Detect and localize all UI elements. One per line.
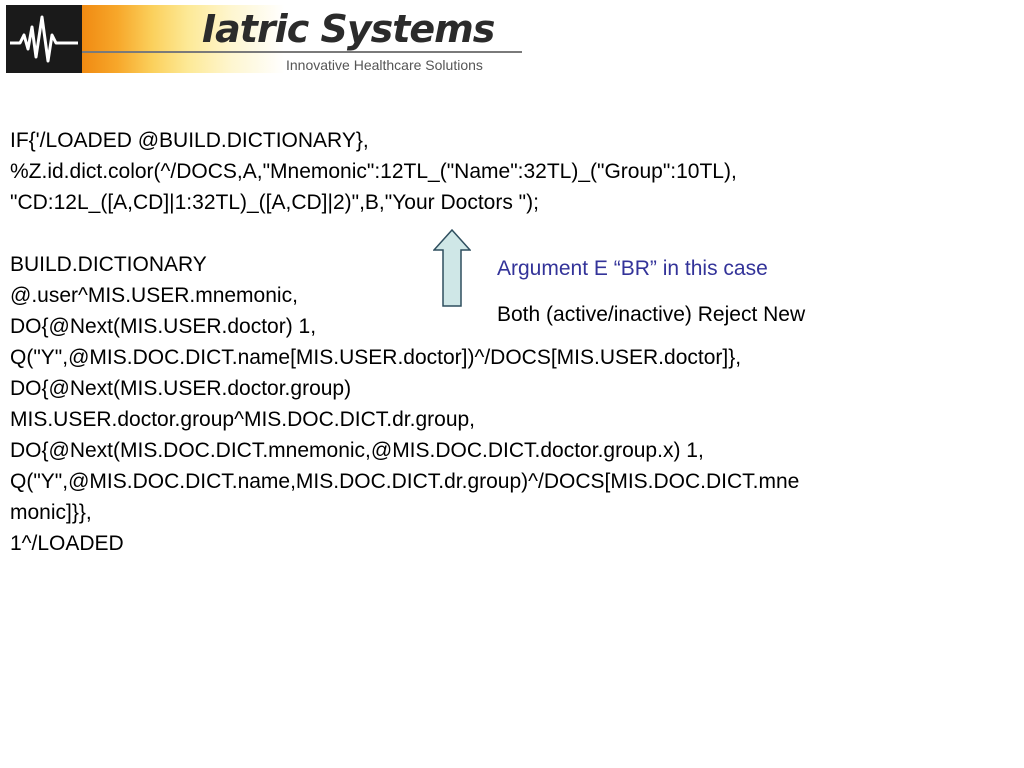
code-line: %Z.id.dict.color(^/DOCS,A,"Mnemonic":12T…: [10, 160, 737, 183]
company-logo: Iatric Systems Innovative Healthcare Sol…: [6, 5, 522, 73]
code-line: IF{'/LOADED @BUILD.DICTIONARY},: [10, 129, 369, 152]
logo-banner: [82, 5, 522, 73]
code-line: "CD:12L_([A,CD]|1:32TL)_([A,CD]|2)",B,"Y…: [10, 191, 539, 214]
code-line: Q("Y",@MIS.DOC.DICT.name,MIS.DOC.DICT.dr…: [10, 470, 800, 493]
code-line: monic]}},: [10, 501, 92, 524]
code-line: BUILD.DICTIONARY: [10, 253, 207, 276]
code-line: MIS.USER.doctor.group^MIS.DOC.DICT.dr.gr…: [10, 408, 476, 431]
build-dictionary-block: BUILD.DICTIONARY @.user^MIS.USER.mnemoni…: [10, 249, 799, 559]
argument-note: Argument E “BR” in this case: [497, 257, 768, 280]
if-statement-block: IF{'/LOADED @BUILD.DICTIONARY}, %Z.id.di…: [10, 125, 737, 218]
code-line: DO{@Next(MIS.USER.doctor) 1,: [10, 315, 317, 338]
logo-title: Iatric Systems: [202, 7, 495, 51]
logo-tagline: Innovative Healthcare Solutions: [286, 57, 483, 73]
up-arrow-icon: [433, 229, 471, 307]
logo-divider: [82, 51, 522, 53]
code-line: DO{@Next(MIS.USER.doctor.group): [10, 377, 352, 400]
code-line: @.user^MIS.USER.mnemonic,: [10, 284, 298, 307]
code-line: Q("Y",@MIS.DOC.DICT.name[MIS.USER.doctor…: [10, 346, 742, 369]
heartbeat-logo-icon: [6, 5, 82, 73]
reject-note: Both (active/inactive) Reject New: [497, 303, 806, 326]
code-line: 1^/LOADED: [10, 532, 124, 555]
code-line: DO{@Next(MIS.DOC.DICT.mnemonic,@MIS.DOC.…: [10, 439, 704, 462]
